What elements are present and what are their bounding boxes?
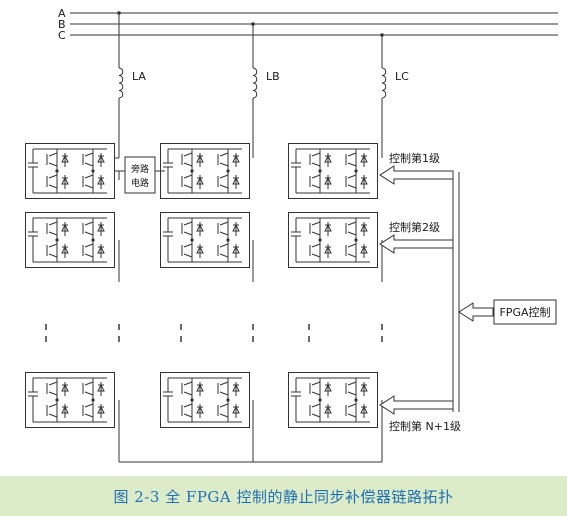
phase-a-label: A [58, 7, 66, 20]
phase-bus: A B C [58, 7, 558, 42]
inductor-b-label: LB [266, 70, 280, 83]
bypass-label-1: 旁路 [131, 163, 149, 175]
bypass-circuit: 旁路 电路 [115, 156, 165, 194]
phase-b-label: B [58, 18, 66, 31]
control-bus [379, 165, 494, 415]
cell-c-n [288, 372, 378, 428]
cell-c-1 [288, 143, 378, 199]
control-level-2-label: 控制第2级 [389, 220, 440, 234]
fpga-controller: FPGA控制 [493, 299, 557, 325]
figure-caption: 图 2-3 全 FPGA 控制的静止同步补偿器链路拓扑 [113, 487, 454, 506]
inductor-c-label: LC [395, 70, 409, 83]
cell-a-n [25, 372, 115, 428]
phase-c-label: C [58, 29, 66, 42]
control-level-n-label: 控制第 N+1级 [389, 419, 461, 433]
fpga-label: FPGA控制 [499, 305, 550, 319]
cell-b-1 [160, 143, 250, 199]
phase-c-chain: LC [288, 35, 409, 462]
phase-a-chain: LA [25, 13, 146, 462]
cell-b-2 [160, 212, 250, 268]
cell-a-1 [25, 143, 115, 199]
cell-b-n [160, 372, 250, 428]
control-level-1-label: 控制第1级 [389, 151, 440, 165]
cell-a-2 [25, 212, 115, 268]
caption-bar: 图 2-3 全 FPGA 控制的静止同步补偿器链路拓扑 [0, 476, 567, 516]
inductor-a-label: LA [132, 70, 146, 83]
topology-diagram: A B C LA 旁路 [25, 7, 558, 463]
phase-b-chain: LB [160, 24, 280, 462]
cell-c-2 [288, 212, 378, 268]
bypass-label-2: 电路 [131, 177, 149, 189]
